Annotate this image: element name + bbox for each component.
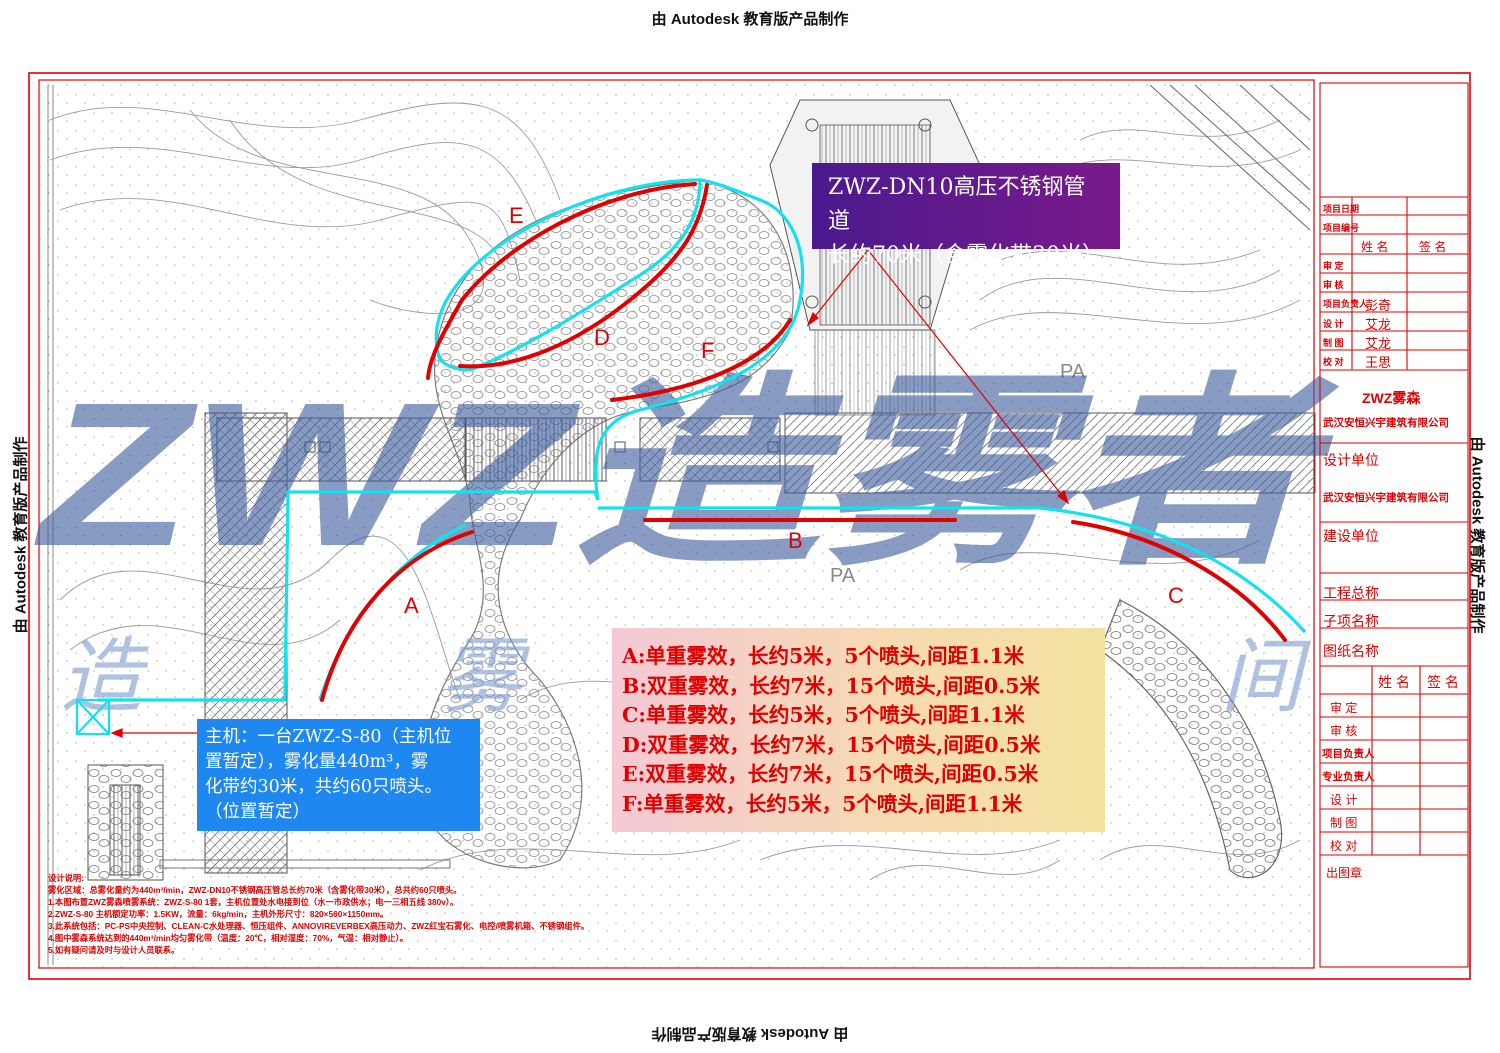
tb-role-2: 专业负责人 — [1322, 771, 1375, 783]
zone-spec-d: D:双重雾效，长约7米，15个喷头,间距0.5米 — [622, 732, 1041, 757]
mist-band-f — [610, 318, 792, 402]
tb-header-name: 姓 名 — [1361, 240, 1389, 254]
zones-legend: A:单重雾效，长约5米，5个喷头,间距1.1米 B:双重雾效，长约7米，15个喷… — [612, 628, 1105, 832]
leader-lines — [110, 249, 1070, 738]
tb-signer: 彭奇 — [1365, 299, 1392, 314]
tb-signer: 艾龙 — [1365, 337, 1392, 352]
notes-heading: 设计说明: — [48, 873, 84, 883]
host-callout-line3: 化带约30米，共约60只喷头。 — [205, 777, 443, 797]
tb-role: 设 计 — [1323, 319, 1344, 329]
notes-line: 3.此系统包括：PC-PS中央控制、CLEAN-C水处理器、恒压组件、ANNOV… — [48, 921, 590, 931]
title-block — [1319, 82, 1469, 968]
zone-spec-c: C:单重雾效，长约5米，5个喷头,间距1.1米 — [622, 703, 1025, 727]
zone-marker-c: C — [1168, 583, 1184, 608]
plan-label-pa-2: PA — [830, 565, 856, 587]
tb-sub-label: 子项名称 — [1323, 613, 1379, 629]
pipe-callout-line2: 长约70米（含雾化带30米） — [828, 243, 1104, 268]
host-callout: 主机：一台ZWZ-S-80（主机位 置暂定），雾化量440m³，雾 化带约30米… — [197, 719, 480, 831]
notes-line: 2.ZWZ-S-80 主机额定功率：1.5KW，流量：6kg/min，主机外形尺… — [48, 909, 389, 919]
host-machine-symbol — [75, 698, 111, 736]
autodesk-stamp-bottom: 由 Autodesk 教育版产品制作 — [651, 1025, 849, 1042]
pipe-callout: ZWZ-DN10高压不锈钢管道 长约70米（含雾化带30米） — [812, 163, 1120, 268]
zone-spec-e: E:双重雾效，长约7米，15个喷头,间距0.5米 — [622, 762, 1039, 786]
notes-line: 1.本图布置ZWZ雾森喷雾系统：ZWZ-S-80 1套，主机位置处水电接到位（水… — [48, 897, 459, 907]
tb-signer: 王思 — [1365, 356, 1392, 371]
design-notes: 设计说明: 雾化区域：总雾化量约为440m³/min，ZWZ-DN10不锈钢高压… — [48, 872, 748, 956]
mist-band-c — [1071, 520, 1287, 642]
tb-design-unit-label: 设计单位 — [1323, 452, 1379, 468]
zone-marker-e: E — [509, 203, 524, 228]
tb-header-sign-2: 签 名 — [1427, 674, 1459, 690]
host-callout-line2: 置暂定），雾化量440m³，雾 — [205, 752, 429, 772]
zone-marker-d: D — [594, 325, 610, 350]
autodesk-stamp-left: 由 Autodesk 教育版产品制作 — [12, 436, 30, 634]
tb-header-sign: 签 名 — [1419, 240, 1447, 254]
plan-label-pa-1: PA — [1060, 361, 1086, 383]
tb-role-2: 审 定 — [1330, 701, 1358, 715]
tb-role-2: 设 计 — [1330, 793, 1358, 807]
mist-bands — [320, 182, 1287, 702]
autodesk-stamp-top: 由 Autodesk 教育版产品制作 — [651, 11, 849, 28]
tb-project-number: 项目编号 — [1323, 223, 1360, 233]
tb-role: 审 核 — [1323, 280, 1344, 290]
tb-seal: 出图章 — [1326, 866, 1363, 880]
tb-brand: ZWZ雾森 — [1362, 390, 1421, 406]
tb-role: 校 对 — [1323, 357, 1344, 367]
pipe-loop-e — [434, 178, 702, 372]
tb-role: 项目负责人 — [1323, 299, 1369, 309]
tb-company: 武汉安恒兴宇建筑有限公司 — [1323, 417, 1449, 429]
watermark-sub-2: 雾 — [440, 632, 531, 723]
mist-band-a — [320, 530, 474, 702]
watermark-main: ZWZ造雾者 — [34, 360, 1340, 589]
tb-role-2: 审 核 — [1330, 724, 1358, 738]
outer-frame — [28, 72, 1471, 980]
tb-drawing-label: 图纸名称 — [1323, 643, 1379, 659]
tb-role: 审 定 — [1323, 261, 1344, 271]
tb-role-2: 制 图 — [1330, 816, 1358, 830]
tb-role: 制 图 — [1323, 338, 1344, 348]
tb-header-name-2: 姓 名 — [1378, 674, 1410, 690]
tb-role-2: 校 对 — [1330, 839, 1358, 853]
zone-spec-a: A:单重雾效，长约5米，5个喷头,间距1.1米 — [622, 644, 1025, 668]
mist-band-d — [458, 183, 709, 369]
pipe-riser — [593, 178, 805, 501]
notes-line: 5.如有疑问请及时与设计人员联系。 — [48, 945, 180, 955]
zone-marker-f: F — [701, 338, 714, 363]
tb-project-label: 工程总称 — [1323, 585, 1379, 601]
notes-line: 4.图中雾森系统达到的440m³/min均匀雾化带（温度：20℃，相对湿度：70… — [48, 933, 409, 943]
host-callout-line1: 主机：一台ZWZ-S-80（主机位 — [205, 727, 452, 747]
mist-band-e — [426, 182, 697, 380]
tb-project-date: 项目日期 — [1323, 204, 1360, 214]
zone-marker-a: A — [404, 593, 419, 618]
pipe-callout-line1: ZWZ-DN10高压不锈钢管道 — [828, 175, 1086, 234]
tb-signer: 艾龙 — [1365, 318, 1392, 333]
pipe-b-c — [598, 506, 1307, 634]
autodesk-stamp-right: 由 Autodesk 教育版产品制作 — [1468, 436, 1486, 634]
host-callout-line4: （位置暂定） — [205, 802, 310, 822]
notes-line: 雾化区域：总雾化量约为440m³/min，ZWZ-DN10不锈钢高压管总长约70… — [48, 885, 462, 895]
zone-spec-f: F:单重雾效，长约5米，5个喷头,间距1.1米 — [622, 791, 1023, 816]
zone-spec-b: B:双重雾效，长约7米，15个喷头,间距0.5米 — [622, 673, 1040, 698]
tb-role-2: 项目负责人 — [1322, 748, 1375, 760]
tb-build-unit-label: 建设单位 — [1323, 528, 1379, 544]
tb-design-unit: 武汉安恒兴宇建筑有限公司 — [1323, 492, 1449, 504]
watermark-sub-1: 造 — [60, 632, 149, 723]
plan-frame — [38, 79, 1315, 969]
watermark-sub-4: 间 — [1220, 632, 1311, 723]
zone-marker-b: B — [788, 528, 803, 553]
